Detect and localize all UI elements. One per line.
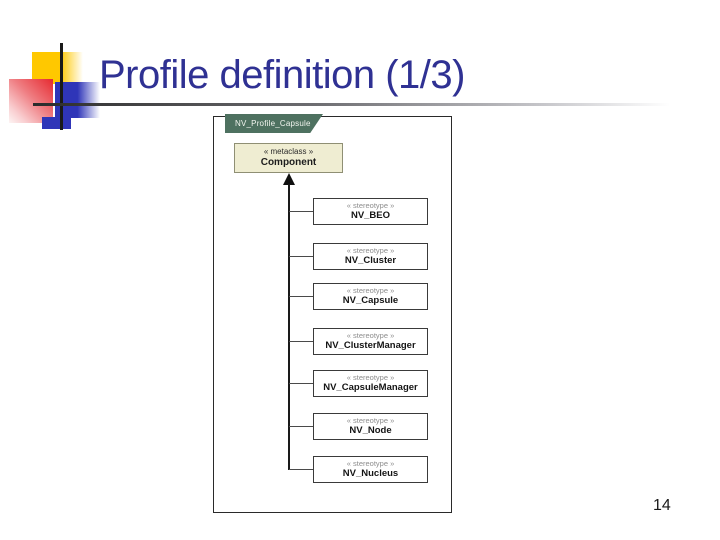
stereotype-keyword: « stereotype » <box>346 373 395 382</box>
generalization-trunk-line <box>288 184 290 470</box>
uml-stereotype-box: « stereotype » NV_Capsule <box>313 283 428 310</box>
uml-stereotype-box: « stereotype » NV_BEO <box>313 198 428 225</box>
uml-stereotype-box: « stereotype » NV_Cluster <box>313 243 428 270</box>
connector-line <box>289 383 314 384</box>
decoration-yellow-square <box>32 52 83 84</box>
uml-stereotype-box: « stereotype » NV_Nucleus <box>313 456 428 483</box>
stereotype-name: NV_Cluster <box>344 255 397 266</box>
stereotype-name: NV_Node <box>349 425 392 436</box>
stereotype-name: NV_ClusterManager <box>325 340 416 351</box>
title-underline-rule <box>33 103 670 106</box>
uml-metaclass-box: « metaclass » Component <box>234 143 343 173</box>
decoration-small-blue-square <box>42 117 71 129</box>
generalization-arrowhead-icon <box>283 173 295 185</box>
stereotype-name: NV_CapsuleManager <box>323 382 418 393</box>
connector-line <box>289 341 314 342</box>
uml-stereotype-box: « stereotype » NV_ClusterManager <box>313 328 428 355</box>
stereotype-keyword: « stereotype » <box>346 459 395 468</box>
decoration-vertical-line <box>60 43 63 130</box>
connector-line <box>289 256 314 257</box>
uml-stereotype-box: « stereotype » NV_CapsuleManager <box>313 370 428 397</box>
connector-line <box>289 211 314 212</box>
stereotype-name: NV_Nucleus <box>342 468 399 479</box>
connector-line <box>289 426 314 427</box>
stereotype-keyword: « stereotype » <box>346 331 395 340</box>
stereotype-name: NV_BEO <box>350 210 391 221</box>
stereotype-name: NV_Capsule <box>342 295 399 306</box>
connector-line <box>289 296 314 297</box>
connector-line <box>289 469 314 470</box>
stereotype-keyword: « stereotype » <box>346 286 395 295</box>
uml-stereotype-box: « stereotype » NV_Node <box>313 413 428 440</box>
metaclass-name: Component <box>260 157 317 168</box>
slide-title: Profile definition (1/3) <box>99 53 465 97</box>
metaclass-keyword: « metaclass » <box>263 147 314 156</box>
decoration-red-square <box>9 79 53 123</box>
uml-package-tab: NV_Profile_Capsule <box>225 114 323 133</box>
stereotype-keyword: « stereotype » <box>346 246 395 255</box>
stereotype-keyword: « stereotype » <box>346 416 395 425</box>
uml-package-frame <box>213 116 452 513</box>
stereotype-keyword: « stereotype » <box>346 201 395 210</box>
page-number: 14 <box>653 497 671 514</box>
